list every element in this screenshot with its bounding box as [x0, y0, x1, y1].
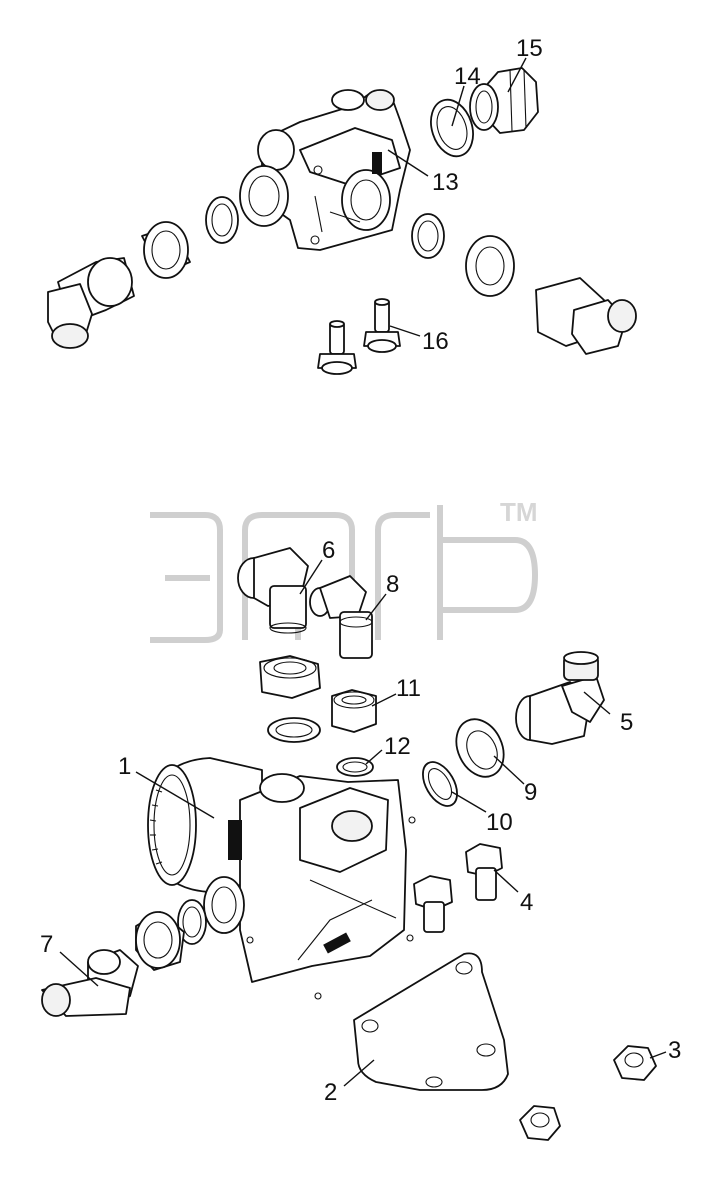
part-upper-right-nut: [465, 235, 515, 297]
part-5-elbow: [515, 651, 605, 745]
callout-12: 12: [384, 733, 411, 760]
leader-13: [387, 149, 429, 177]
part-11-nut: [331, 689, 377, 733]
part-upper-left-elbow: [47, 257, 135, 349]
leader-9: [493, 755, 525, 785]
leader-lines: [59, 57, 667, 1087]
leader-7: [59, 951, 99, 987]
leader-12: [365, 749, 383, 765]
part-lower-large-nut: [259, 655, 321, 699]
part-13-valve-body: [239, 89, 411, 251]
leader-1: [135, 771, 215, 819]
part-10-seal-ring: [422, 761, 458, 807]
part-16-bolt-b: [317, 320, 357, 375]
part-1-air-dryer-unit: [147, 757, 416, 1000]
part-3-nut-b: [519, 1105, 561, 1141]
part-4-bolt-b: [413, 875, 453, 933]
part-lower-seal-left: [267, 717, 321, 743]
leader-5: [583, 691, 611, 715]
part-1-knurled-ring: [149, 789, 163, 865]
part-upper-left-nut: [141, 221, 191, 279]
callout-6: 6: [322, 537, 335, 564]
callout-11: 11: [396, 675, 421, 702]
part-9-nut: [455, 718, 505, 778]
leader-11: [371, 693, 397, 707]
part-12-seal-ring: [336, 757, 374, 777]
callout-labels: 15 14 13 16 6 8 11 12 5 1 9 10 4 7 3 2: [40, 35, 681, 1106]
callout-15: 15: [516, 35, 543, 62]
leader-14: [451, 85, 465, 127]
callout-16: 16: [422, 328, 449, 355]
part-4-bolt-a: [465, 843, 503, 901]
part-8-elbow-fitting: [309, 575, 373, 659]
part-14-seal-ring: [430, 98, 474, 158]
leader-4: [493, 869, 519, 893]
part-upper-right-seal: [411, 213, 445, 259]
part-16-bolt-a: [363, 298, 401, 353]
leader-6: [299, 559, 323, 595]
callout-14: 14: [454, 63, 481, 90]
callout-3: 3: [668, 1037, 681, 1064]
callout-7: 7: [40, 931, 53, 958]
watermark-logo: TM: [150, 497, 539, 643]
leader-15: [507, 57, 527, 93]
watermark-tm: TM: [500, 497, 538, 527]
callout-13: 13: [432, 169, 459, 196]
leader-2: [343, 1059, 375, 1087]
callout-9: 9: [524, 779, 537, 806]
part-upper-left-seal: [205, 196, 239, 244]
leader-16: [389, 325, 421, 337]
callout-4: 4: [520, 889, 533, 916]
callout-10: 10: [486, 809, 513, 836]
part-6-elbow: [237, 547, 309, 634]
leader-8: [365, 593, 387, 621]
part-2-bracket: [353, 952, 509, 1091]
part-7-tee-fitting: [41, 949, 139, 1017]
part-upper-right-elbow: [535, 277, 637, 355]
leader-10: [451, 791, 487, 813]
leader-3: [649, 1051, 667, 1059]
callout-5: 5: [620, 709, 633, 736]
callout-8: 8: [386, 571, 399, 598]
part-3-nut-a: [613, 1045, 657, 1081]
callout-2: 2: [324, 1079, 337, 1106]
part-lower-left-nut: [135, 911, 185, 971]
callout-1: 1: [118, 753, 131, 780]
part-15-plug: [469, 67, 539, 134]
part-lower-left-seal: [177, 899, 207, 945]
